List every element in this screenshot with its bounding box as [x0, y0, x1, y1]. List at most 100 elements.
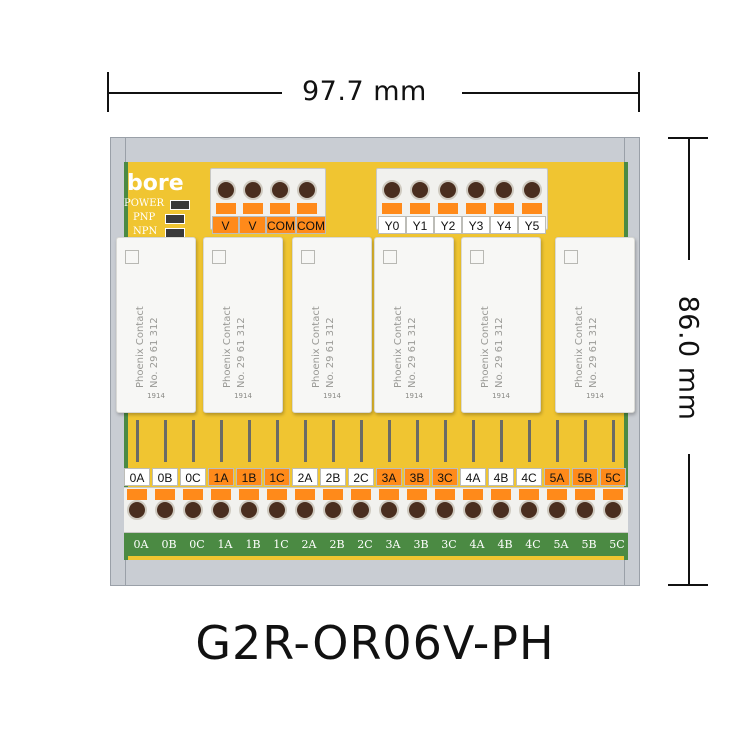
terminal-lever-icon — [239, 489, 259, 500]
relay-pin — [220, 420, 223, 462]
relay-certification-icon — [564, 250, 578, 264]
relay-date-code: 1914 — [147, 392, 165, 400]
power-terminal-label: V — [239, 216, 266, 234]
terminal-lever-icon — [127, 489, 147, 500]
terminal-lever-icon — [216, 203, 236, 214]
terminal-screw-icon — [410, 180, 430, 200]
height-dim-line-bottom — [688, 454, 690, 586]
relay-part-number: No. 29 61 312 — [494, 317, 505, 388]
relay-date-code: 1914 — [586, 392, 604, 400]
terminal-lever-icon — [270, 203, 290, 214]
relay-date-code: 1914 — [492, 392, 510, 400]
terminal-screw-icon — [297, 180, 317, 200]
output-terminal-label: 2C — [348, 468, 374, 486]
height-dim-line-top — [688, 137, 690, 260]
silkscreen-label: 4C — [525, 538, 541, 551]
power-led-icon — [170, 200, 190, 210]
output-terminal-label: 4A — [460, 468, 486, 486]
relay-part-number: No. 29 61 312 — [325, 317, 336, 388]
width-dim-line-right — [462, 92, 640, 94]
output-terminal-label: 5C — [600, 468, 626, 486]
terminal-screw-icon — [211, 500, 231, 520]
terminal-lever-icon — [575, 489, 595, 500]
silkscreen-label: 4B — [497, 538, 513, 551]
silkscreen-label: 4A — [469, 538, 485, 551]
output-terminal-label: 2A — [292, 468, 318, 486]
output-terminal-label: 3C — [432, 468, 458, 486]
terminal-lever-icon — [494, 203, 514, 214]
terminal-screw-icon — [466, 180, 486, 200]
relay-pin — [164, 420, 167, 462]
terminal-screw-icon — [407, 500, 427, 520]
terminal-screw-icon — [519, 500, 539, 520]
relay-pin — [556, 420, 559, 462]
relay-pin — [248, 420, 251, 462]
silkscreen-label: 2B — [329, 538, 345, 551]
din-rail-top — [110, 137, 640, 163]
terminal-screw-icon — [379, 500, 399, 520]
pcb-green-bottom-strip — [124, 530, 628, 556]
indicator-label-pnp: PNP — [133, 212, 156, 223]
terminal-lever-icon — [351, 489, 371, 500]
terminal-screw-icon — [463, 500, 483, 520]
silkscreen-label: 5A — [553, 538, 569, 551]
silkscreen-label: 2A — [301, 538, 317, 551]
relay-6: Phoenix Contact No. 29 61 312 1914 — [555, 237, 635, 413]
terminal-lever-icon — [382, 203, 402, 214]
relay-pin — [472, 420, 475, 462]
relay-brand: Phoenix Contact — [393, 306, 404, 388]
relay-part-number: No. 29 61 312 — [407, 317, 418, 388]
terminal-screw-icon — [295, 500, 315, 520]
terminal-lever-icon — [267, 489, 287, 500]
terminal-lever-icon — [243, 203, 263, 214]
terminal-screw-icon — [323, 500, 343, 520]
silkscreen-label: 2C — [357, 538, 373, 551]
terminal-lever-icon — [407, 489, 427, 500]
indicator-label-npn: NPN — [133, 226, 158, 237]
din-rail-bottom — [110, 556, 640, 586]
relay-pin — [528, 420, 531, 462]
terminal-screw-icon — [603, 500, 623, 520]
silkscreen-label: 5B — [581, 538, 597, 551]
relay-pin — [388, 420, 391, 462]
terminal-lever-icon — [323, 489, 343, 500]
terminal-screw-icon — [438, 180, 458, 200]
terminal-screw-icon — [183, 500, 203, 520]
terminal-screw-icon — [270, 180, 290, 200]
product-model-title: G2R-OR06V-PH — [195, 616, 555, 670]
terminal-screw-icon — [351, 500, 371, 520]
output-terminal-label: 5B — [572, 468, 598, 486]
terminal-screw-icon — [494, 180, 514, 200]
output-terminal-label: 3B — [404, 468, 430, 486]
relay-pin — [500, 420, 503, 462]
width-dim-line-left — [107, 92, 282, 94]
relay-5: Phoenix Contact No. 29 61 312 1914 — [461, 237, 541, 413]
terminal-screw-icon — [435, 500, 455, 520]
output-terminal-label: 4B — [488, 468, 514, 486]
relay-date-code: 1914 — [323, 392, 341, 400]
terminal-lever-icon — [463, 489, 483, 500]
terminal-screw-icon — [522, 180, 542, 200]
terminal-screw-icon — [243, 180, 263, 200]
relay-pin — [416, 420, 419, 462]
relay-date-code: 1914 — [234, 392, 252, 400]
relay-pin — [192, 420, 195, 462]
relay-part-number: No. 29 61 312 — [236, 317, 247, 388]
terminal-screw-icon — [575, 500, 595, 520]
silkscreen-label: 0A — [133, 538, 149, 551]
input-terminal-label: Y0 — [378, 216, 406, 234]
terminal-lever-icon — [491, 489, 511, 500]
input-terminal-label: Y4 — [490, 216, 518, 234]
relay-pin — [136, 420, 139, 462]
relay-date-code: 1914 — [405, 392, 423, 400]
terminal-screw-icon — [267, 500, 287, 520]
relay-pin — [304, 420, 307, 462]
relay-brand: Phoenix Contact — [574, 306, 585, 388]
terminal-screw-icon — [155, 500, 175, 520]
relay-pin — [612, 420, 615, 462]
power-terminal-label: V — [212, 216, 239, 234]
relay-part-number: No. 29 61 312 — [149, 317, 160, 388]
terminal-screw-icon — [491, 500, 511, 520]
terminal-lever-icon — [519, 489, 539, 500]
terminal-screw-icon — [382, 180, 402, 200]
